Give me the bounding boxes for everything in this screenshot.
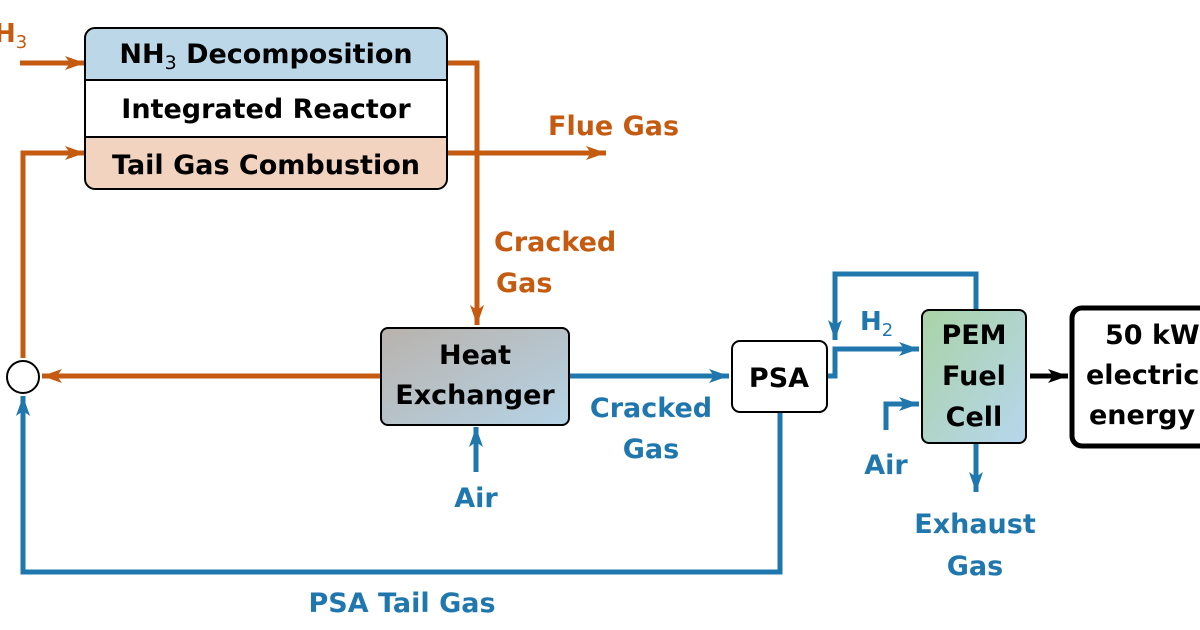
ammonia-feed-label: H3 [0,19,27,53]
air-hx-label: Air [454,483,498,514]
fuel-cell-line1: PEM [941,320,1006,351]
fuel-cell-box [921,309,1027,444]
flue-gas-label: Flue Gas [548,111,679,142]
fuel-cell-line3: Cell [946,402,1003,433]
h2-label: H2 [860,307,893,341]
output-line3: energy [1089,400,1195,431]
pem-fuel-cell: PEM Fuel Cell [921,309,1027,444]
integrated-reactor-label: Integrated Reactor [121,94,411,125]
heat-exchanger-box [380,327,570,426]
cracked-gas-orange-line1: Cracked [494,227,616,258]
orange-streams [20,56,606,383]
psa-tail-gas-label: PSA Tail Gas [308,588,495,619]
cracked-gas-blue-line2: Gas [623,434,679,465]
air-fc-label: Air [864,450,908,481]
output-box [1069,305,1200,449]
exhaust-gas-line2: Gas [947,551,1003,582]
electric-energy-output: 50 kW electric energy [1069,305,1200,449]
heat-exchanger-line2: Exchanger [395,380,555,411]
psa-tail-gas-line [15,396,783,575]
heat-exchanger: Heat Exchanger [380,327,570,426]
mixer-node [6,360,40,394]
exhaust-gas-line1: Exhaust [914,509,1036,540]
psa-unit: PSA [731,340,828,413]
reactor-middle-section [85,80,447,137]
integrated-reactor: NH3 Decomposition Integrated Reactor Tai… [84,27,448,190]
cracked-gas-blue-line1: Cracked [590,393,712,424]
mixer-to-combustion-line [20,146,85,358]
h2-to-fuel-cell-line [827,342,919,379]
blue-streams [15,271,983,575]
output-line2: electric [1086,360,1199,391]
psa-box [731,340,828,413]
combustion-label: Tail Gas Combustion [112,150,420,181]
fuel-cell-line2: Fuel [942,361,1006,392]
cracked-gas-orange-line2: Gas [496,268,552,299]
fuel-cell-recycle-line [828,271,979,340]
combustion-section [85,137,447,189]
psa-label: PSA [749,363,809,394]
cracked-gas-line [447,60,484,325]
output-line1: 50 kW [1105,320,1200,351]
decomposition-label: NH3 Decomposition [119,39,412,74]
air-to-fuel-cell-arrow [883,397,919,430]
heat-exchanger-line1: Heat [439,340,511,371]
reactor-outline [84,27,448,190]
decomposition-section [85,28,447,80]
